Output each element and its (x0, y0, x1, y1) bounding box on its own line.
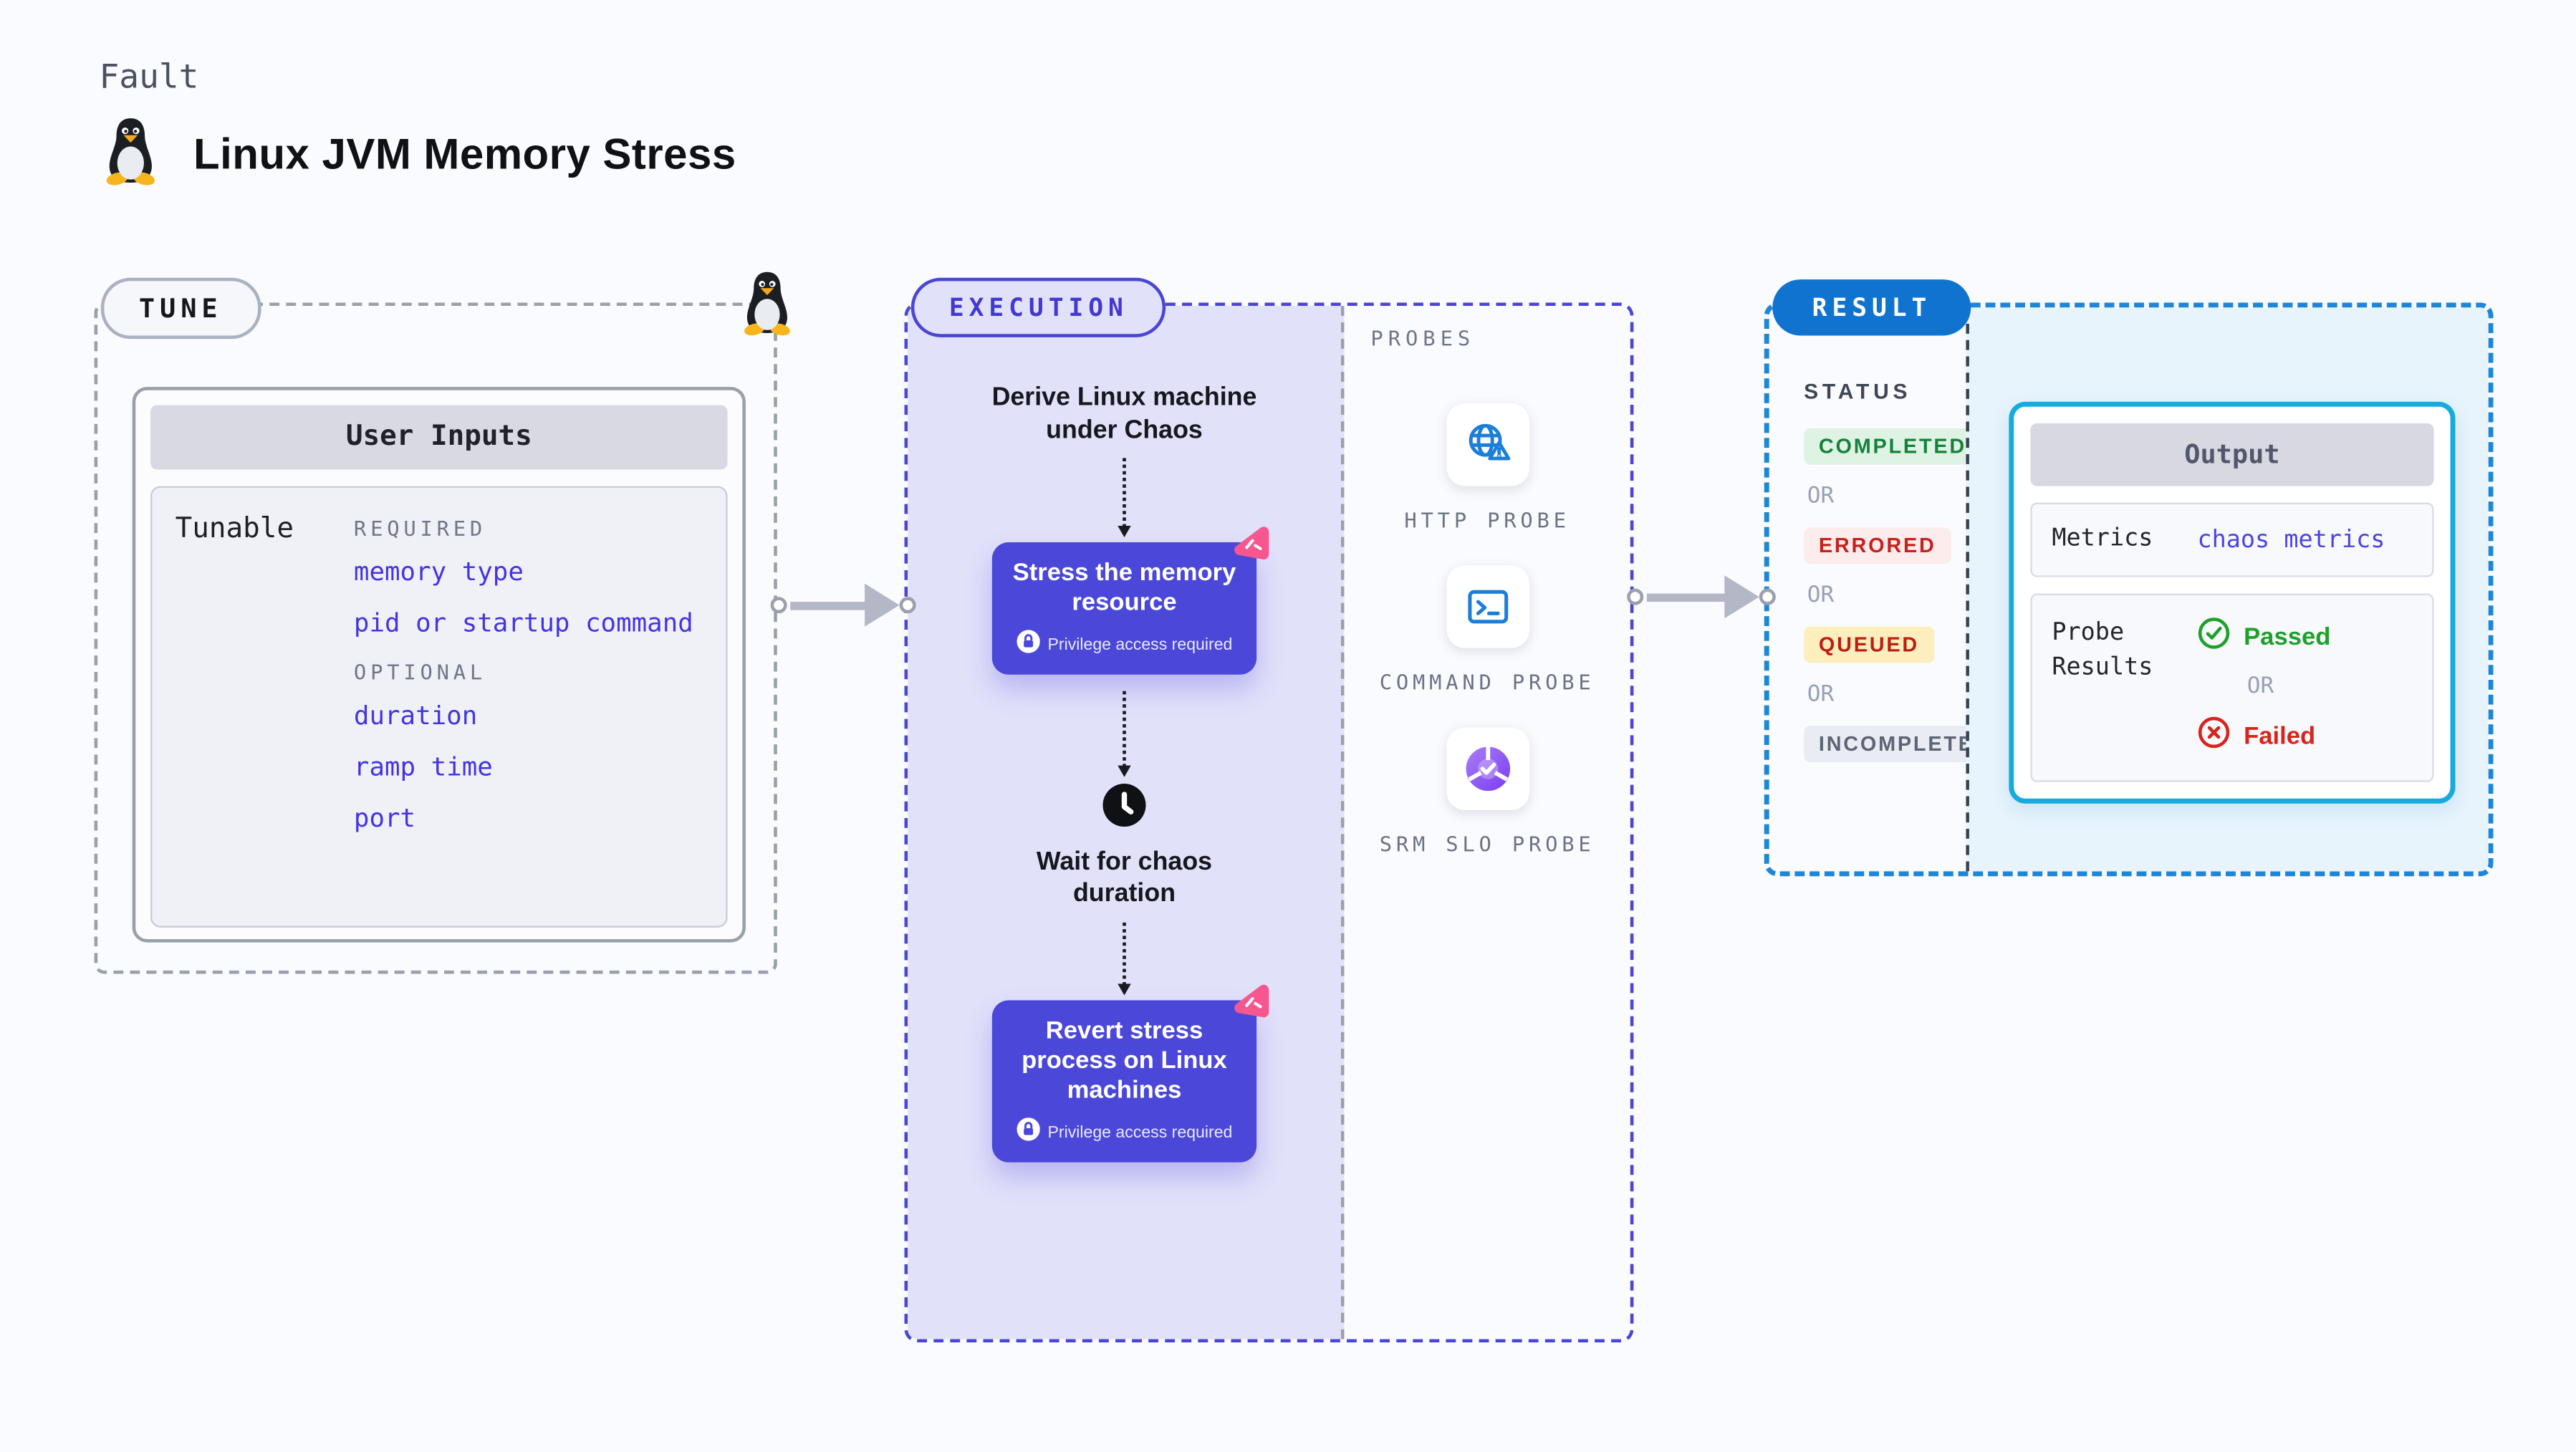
privilege-note-text: Privilege access required (1047, 635, 1233, 655)
result-badge: RESULT (1772, 279, 1971, 336)
stress-memory-label: Stress the memory resource (1012, 559, 1236, 617)
execution-flow: Derive Linux machine under Chaos Stress … (908, 305, 1345, 1340)
x-circle-icon (2197, 716, 2230, 755)
probe-http: HTTP PROBE (1344, 403, 1630, 537)
probe-command: COMMAND PROBE (1344, 565, 1630, 699)
metrics-row: Metrics chaos metrics (2030, 502, 2434, 577)
failed-label: Failed (2244, 721, 2316, 750)
flow-connector-2 (1117, 690, 1130, 777)
privilege-note: Privilege access required (1005, 1117, 1243, 1148)
output-card: Output Metrics chaos metrics Probe Resul… (2009, 401, 2456, 804)
probes-section: PROBES HTTP PROBE (1344, 306, 1630, 1340)
tunables-table: Tunable REQUIRED memory type pid or star… (150, 486, 728, 928)
clock-icon (1101, 782, 1148, 836)
privilege-note-text: Privilege access required (1047, 1123, 1233, 1142)
probe-results-label: Probe Results (2052, 620, 2153, 682)
globe-alert-icon[interactable] (1446, 403, 1529, 486)
revert-stress-node: Revert stress process on Linux machines … (991, 984, 1269, 1162)
probe-label-srm-slo: SRM SLO PROBE (1379, 831, 1595, 857)
output-area: Output Metrics chaos metrics Probe Resul… (1966, 307, 2489, 872)
tunable-link-duration[interactable]: duration (353, 701, 478, 731)
page-title: Linux JVM Memory Stress (193, 129, 736, 179)
status-badge-completed: COMPLETED (1804, 428, 1981, 465)
or-separator: OR (2246, 673, 2274, 700)
terminal-icon[interactable] (1446, 565, 1529, 648)
linux-tux-icon (99, 116, 162, 193)
flow-connector-1 (1117, 458, 1130, 538)
probe-label-http: HTTP PROBE (1404, 507, 1570, 533)
check-circle-icon (2197, 617, 2230, 656)
probe-srm-slo: SRM SLO PROBE (1344, 727, 1630, 862)
required-label: REQUIRED (353, 516, 487, 541)
or-separator: OR (1807, 482, 1835, 509)
tunable-items: REQUIRED memory type pid or startup comm… (354, 509, 703, 905)
probe-label-command: COMMAND PROBE (1379, 669, 1595, 695)
status-badge-errored: ERRORED (1804, 527, 1951, 564)
step-wait-duration: Wait for chaos duration (1036, 847, 1213, 908)
flow-arrow-tune-to-execution (770, 583, 916, 627)
step-derive-machine: Derive Linux machine under Chaos (991, 383, 1257, 444)
flow-arrow-execution-to-result (1627, 575, 1776, 619)
tune-badge: TUNE (100, 277, 261, 340)
probe-results-row: Probe Results Passed OR (2030, 593, 2434, 782)
lock-icon (1016, 629, 1039, 661)
failed-row: Failed (2197, 716, 2412, 755)
or-separator: OR (1807, 582, 1835, 609)
linux-tux-icon-small (737, 269, 797, 344)
user-inputs-title: User Inputs (150, 405, 728, 470)
slo-pie-icon[interactable] (1446, 727, 1529, 810)
chaos-logo-icon (1230, 524, 1272, 574)
flow-connector-3 (1117, 922, 1130, 995)
chaos-metrics-link[interactable]: chaos metrics (2197, 527, 2385, 554)
user-inputs-card: User Inputs Tunable REQUIRED memory type… (132, 387, 746, 943)
page-header: Linux JVM Memory Stress (99, 116, 736, 193)
lock-icon (1016, 1117, 1039, 1148)
execution-section: EXECUTION Derive Linux machine under Cha… (904, 277, 1634, 1343)
tunable-link-pid-or-startup-command[interactable]: pid or startup command (353, 608, 693, 638)
status-column: STATUS COMPLETED OR ERRORED OR QUEUED OR… (1769, 307, 2007, 871)
tune-section: TUNE User Inputs Tunable REQUIRED memory… (94, 271, 790, 974)
probe-results-values: Passed OR Failed (2197, 617, 2412, 756)
passed-label: Passed (2244, 622, 2331, 651)
probes-label: PROBES (1370, 325, 1476, 351)
tunable-link-ramp-time[interactable]: ramp time (353, 752, 493, 782)
chaos-logo-icon (1230, 981, 1272, 1031)
status-badge-queued: QUEUED (1804, 626, 1934, 663)
fault-kicker: Fault (99, 56, 199, 96)
optional-label: OPTIONAL (353, 659, 487, 685)
metrics-label: Metrics (2052, 525, 2153, 552)
privilege-note: Privilege access required (1005, 629, 1243, 661)
stress-memory-node: Stress the memory resource Privilege acc… (991, 527, 1269, 674)
tunable-row-label: Tunable (175, 512, 294, 546)
output-title: Output (2030, 423, 2434, 486)
result-section: RESULT STATUS COMPLETED OR ERRORED OR QU… (1764, 279, 2494, 877)
execution-badge: EXECUTION (910, 277, 1166, 337)
tunable-link-port[interactable]: port (353, 803, 416, 834)
or-separator: OR (1807, 681, 1835, 708)
tunable-link-memory-type[interactable]: memory type (353, 557, 524, 587)
passed-row: Passed (2197, 617, 2412, 656)
status-label: STATUS (1804, 378, 1912, 404)
revert-stress-label: Revert stress process on Linux machines (1022, 1016, 1227, 1105)
